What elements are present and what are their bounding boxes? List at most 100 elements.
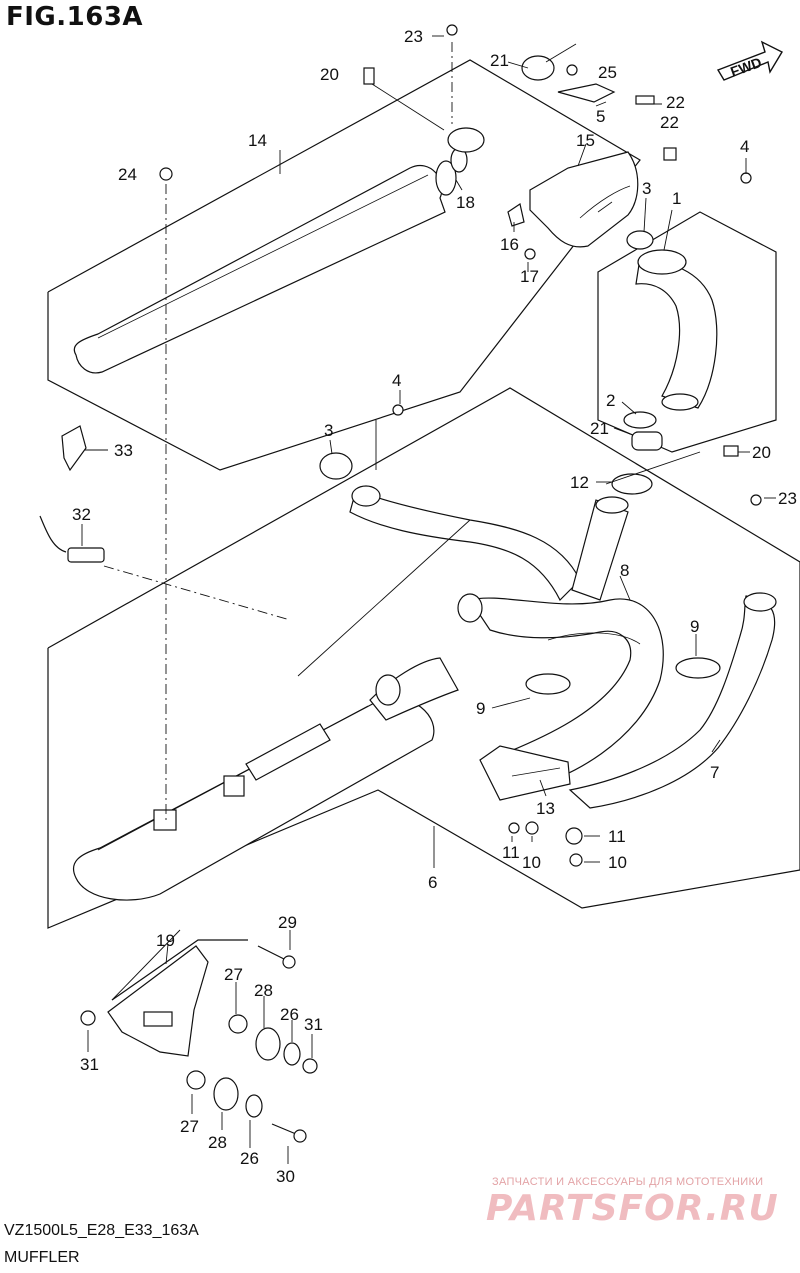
- callout-30: 30: [276, 1167, 295, 1186]
- callout-11-left: 11: [502, 843, 520, 862]
- heat-shield-part-13: [479, 745, 571, 801]
- callout-29: 29: [278, 913, 297, 932]
- callout-8: 8: [620, 561, 629, 580]
- callout-11-right: 11: [608, 827, 626, 846]
- callout-28-lower: 28: [208, 1133, 227, 1152]
- callout-4-lower: 4: [392, 371, 401, 390]
- band-clamp-part-9-right: [675, 657, 721, 679]
- clamp-part-12: [611, 473, 653, 495]
- callout-20-lower: 20: [752, 443, 771, 462]
- bolt-part-4-lower: [392, 404, 404, 416]
- callout-20-upper: 20: [320, 65, 339, 84]
- callout-1: 1: [672, 189, 681, 208]
- bolt-part-29: [257, 945, 296, 969]
- callout-3-lower: 3: [324, 421, 333, 440]
- callout-7: 7: [710, 763, 719, 782]
- collar-part-27-upper: [228, 1014, 248, 1034]
- callout-18: 18: [456, 193, 475, 212]
- washer-part-26-upper: [283, 1042, 301, 1066]
- callout-26-lower: 26: [240, 1149, 259, 1168]
- washer-part-11-right: [565, 827, 583, 845]
- callout-22-upper: 22: [666, 93, 685, 112]
- washer-part-26-lower: [245, 1094, 263, 1118]
- collar-part-27-lower: [186, 1070, 206, 1090]
- callout-22-lower: 22: [660, 113, 679, 132]
- figure-title: FIG.163A: [6, 2, 144, 32]
- band-clamp-part-9-left: [525, 673, 571, 695]
- callout-31-right: 31: [304, 1015, 323, 1034]
- rear-exhaust-pipe: [349, 485, 629, 602]
- callout-12: 12: [570, 473, 589, 492]
- callout-32: 32: [72, 505, 91, 524]
- callout-28-upper: 28: [254, 981, 273, 1000]
- clip-part-33: [61, 425, 87, 472]
- callout-21-lower: 21: [590, 419, 609, 438]
- bolt-part-17: [524, 248, 536, 260]
- upper-group-boundary: [47, 59, 641, 471]
- callout-21-upper: 21: [490, 51, 509, 70]
- callout-9-right: 9: [690, 617, 699, 636]
- bolt-part-24: [159, 167, 173, 181]
- fwd-badge-label: FWD: [728, 54, 763, 80]
- seal-part-21-lower: [631, 431, 663, 451]
- callout-10-right: 10: [608, 853, 627, 872]
- bracket-part-5: [557, 83, 616, 103]
- exhaust-pipe-part-7: [568, 592, 777, 809]
- callout-25: 25: [598, 63, 617, 82]
- bolt-part-4-upper: [740, 172, 752, 184]
- callout-17: 17: [520, 267, 539, 286]
- callout-27-lower: 27: [180, 1117, 199, 1136]
- gasket-part-3-upper: [626, 230, 654, 250]
- cushion-part-22-upper: [635, 95, 655, 105]
- bolt-part-23-upper: [446, 24, 458, 36]
- bushing-part-28-upper: [255, 1027, 281, 1061]
- callout-24: 24: [118, 165, 137, 184]
- bolt-part-10-right: [569, 853, 583, 867]
- muffler-part-6: [72, 657, 459, 901]
- gasket-part-3-lower: [319, 452, 353, 480]
- bracket-group-boundary: [111, 939, 248, 1001]
- muffler-part-14: [73, 127, 485, 374]
- cushion-part-22-lower: [663, 147, 677, 161]
- collar-part-20-upper: [363, 67, 375, 85]
- callout-9-left: 9: [476, 699, 485, 718]
- callout-10-left: 10: [522, 853, 541, 872]
- callout-31-left: 31: [80, 1055, 99, 1074]
- callout-14: 14: [248, 131, 267, 150]
- callout-3-upper: 3: [642, 179, 651, 198]
- bolt-part-23-lower: [750, 494, 762, 506]
- callout-26-upper: 26: [280, 1005, 299, 1024]
- model-code: VZ1500L5_E28_E33_163A: [4, 1222, 199, 1239]
- washer-part-11-left: [508, 822, 520, 834]
- callout-2: 2: [606, 391, 615, 410]
- bolt-part-25: [566, 64, 578, 76]
- callout-4-upper: 4: [740, 137, 749, 156]
- heat-cover-part-15: [529, 151, 639, 248]
- callout-15: 15: [576, 131, 595, 150]
- bracket-part-19: [107, 945, 209, 1057]
- nut-part-31-right: [302, 1058, 318, 1074]
- callout-19: 19: [156, 931, 175, 950]
- callout-16: 16: [500, 235, 519, 254]
- right-subgroup-boundary: [597, 211, 777, 453]
- callout-27-upper: 27: [224, 965, 243, 984]
- fwd-arrow-badge: [716, 40, 783, 81]
- clamp-part-2: [623, 411, 657, 429]
- bolt-part-30: [271, 1123, 307, 1143]
- section-name: MUFFLER: [4, 1249, 80, 1266]
- bracket-part-16: [507, 203, 525, 227]
- watermark-caption: ЗАПЧАСТИ И АКСЕССУАРЫ ДЛЯ МОТОТЕХНИКИ: [492, 1176, 764, 1188]
- collar-part-20-lower: [723, 445, 739, 457]
- callout-23-lower: 23: [778, 489, 797, 508]
- oxygen-sensor-part-32: [39, 515, 105, 563]
- nut-part-31-left: [80, 1010, 96, 1026]
- callout-labels: 23 21 25 20 22 5 22 14 15 4 24 18 3 1 16…: [72, 27, 797, 1186]
- callout-23-upper: 23: [404, 27, 423, 46]
- front-pipe-part-1: [635, 249, 718, 411]
- callout-5: 5: [596, 107, 605, 126]
- lower-group-boundary: [47, 387, 800, 929]
- watermark-logo: PARTSFOR.RU: [486, 1188, 779, 1229]
- bolt-part-10-left: [525, 821, 539, 835]
- callout-13: 13: [536, 799, 555, 818]
- callout-33: 33: [114, 441, 133, 460]
